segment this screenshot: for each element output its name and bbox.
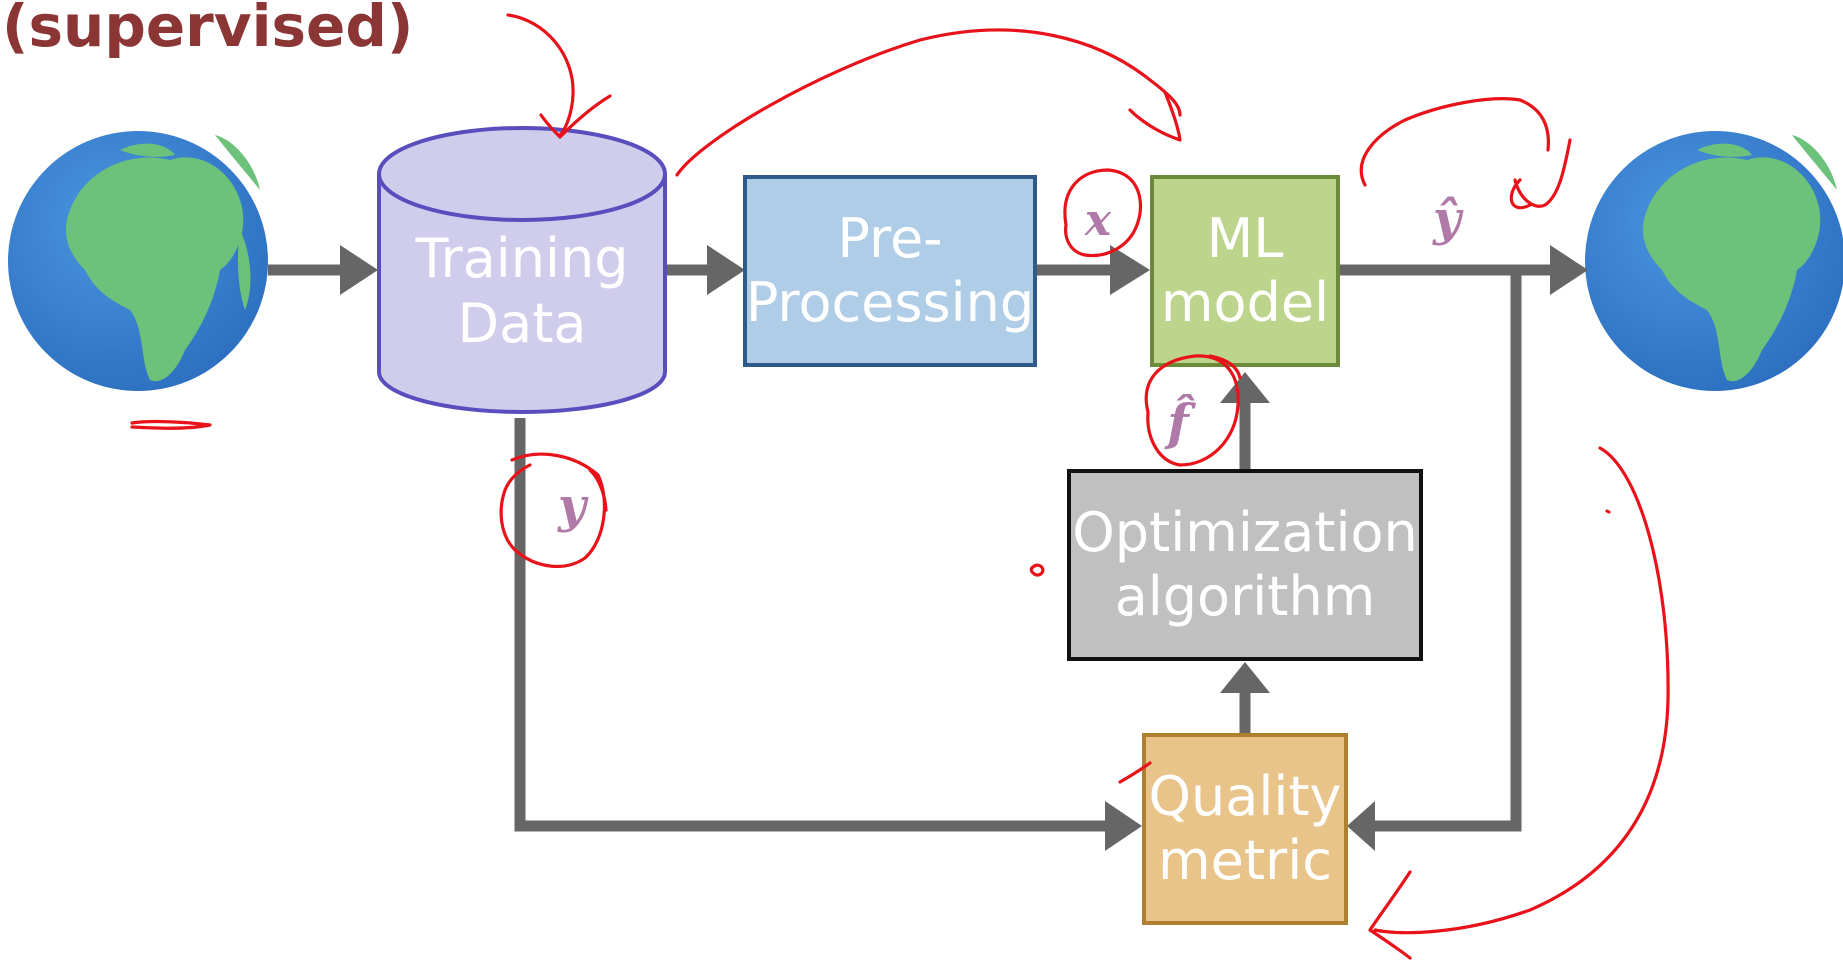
ml-model-label-line2: model [1161,271,1329,334]
world-globe-right-icon [1585,131,1843,391]
arrow-head-icon [340,245,378,295]
training-data-node: Training Data [377,126,667,414]
optimization-algorithm-node: Optimization algorithm [1067,469,1423,661]
ml-model-label-line1: ML [1207,207,1284,270]
ml-model-node: ML model [1150,175,1340,367]
handwritten-annotations [130,13,1670,960]
arrow-head-icon [1347,801,1375,851]
quality-metric-node: Quality metric [1142,733,1348,925]
arrow-head-icon [1110,245,1150,295]
training-data-label-line1: Training [414,227,628,290]
quality-metric-label-line2: metric [1158,829,1332,892]
preprocessing-label-line1: Pre- [837,207,942,270]
arrow-head-icon [1550,245,1588,295]
arrow-head-icon [707,245,745,295]
symbol-f-hat: f̂ [1164,393,1196,452]
arrow-head-icon [1220,372,1270,403]
preprocessing-label-line2: Processing [746,271,1034,334]
arrow-head-icon [1220,662,1270,693]
symbol-y: y [557,478,589,534]
quality-metric-label-line1: Quality [1149,765,1342,828]
symbol-x: x [1084,195,1112,246]
preprocessing-node: Pre- Processing [743,175,1037,367]
symbol-y-hat: ŷ [1432,191,1464,247]
training-data-label-line2: Data [458,292,587,355]
slide-title: (supervised) [2,0,413,60]
optimization-label-line2: algorithm [1115,565,1376,628]
world-globe-left-icon [8,131,268,391]
optimization-label-line1: Optimization [1072,501,1417,564]
arrow-head-icon [1105,801,1142,851]
